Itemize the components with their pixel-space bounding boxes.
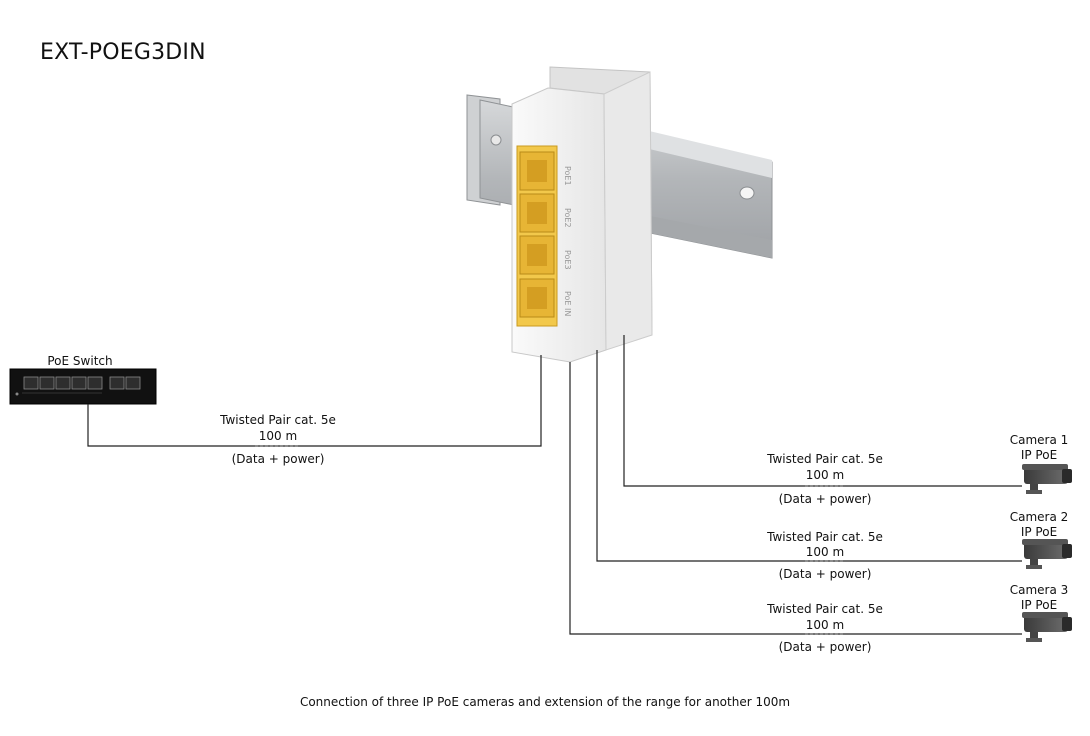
- cable-device-to-camera-1: [623, 335, 1022, 487]
- diagram-title: EXT-POEG3DIN: [40, 40, 206, 65]
- cable-device-to-camera-2: [596, 350, 1022, 562]
- cable-3-length: 100 m: [805, 618, 845, 632]
- cables: [87, 335, 1022, 635]
- cable-3-type: Twisted Pair cat. 5e: [767, 602, 883, 616]
- camera-3-name: Camera 3: [1009, 583, 1069, 597]
- cable-device-to-camera-3: [569, 362, 1022, 635]
- cable-3-carries: (Data + power): [778, 640, 872, 654]
- cable-1-carries: (Data + power): [778, 492, 872, 506]
- camera-2-name: Camera 2: [1009, 510, 1069, 524]
- cable-switch-to-device: [87, 355, 542, 447]
- poe-switch-label: PoE Switch: [47, 354, 113, 368]
- camera-3-kind: IP PoE: [1020, 598, 1058, 612]
- camera-1-label: Camera 1 IP PoE: [999, 433, 1079, 463]
- cable-2-type: Twisted Pair cat. 5e: [767, 530, 883, 544]
- poe-switch: [9, 368, 157, 405]
- cable-0-type: Twisted Pair cat. 5e: [220, 413, 336, 427]
- camera-1-kind: IP PoE: [1020, 448, 1058, 462]
- port-label-poe3: PoE3: [563, 250, 572, 270]
- cable-0-carries: (Data + power): [231, 452, 325, 466]
- device-port-labels: PoE1 PoE2 PoE3 PoE IN: [563, 166, 572, 316]
- port-label-poe-in: PoE IN: [563, 291, 572, 316]
- camera-2-label: Camera 2 IP PoE: [999, 510, 1079, 540]
- camera-2-icon: [1022, 539, 1072, 569]
- camera-3-label: Camera 3 IP PoE: [999, 583, 1079, 613]
- cable-2-length: 100 m: [805, 545, 845, 559]
- port-label-poe2: PoE2: [563, 208, 572, 228]
- cable-0-length: 100 m: [258, 429, 298, 443]
- cable-2-carries: (Data + power): [778, 567, 872, 581]
- camera-2-kind: IP PoE: [1020, 525, 1058, 539]
- port-label-poe1: PoE1: [563, 166, 572, 186]
- ext-poeg3din-device: [511, 66, 653, 363]
- camera-1-name: Camera 1: [1009, 433, 1069, 447]
- camera-1-icon: [1022, 464, 1072, 494]
- camera-3-icon: [1022, 612, 1072, 642]
- diagram-caption: Connection of three IP PoE cameras and e…: [299, 695, 791, 709]
- cable-1-length: 100 m: [805, 468, 845, 482]
- cable-1-type: Twisted Pair cat. 5e: [767, 452, 883, 466]
